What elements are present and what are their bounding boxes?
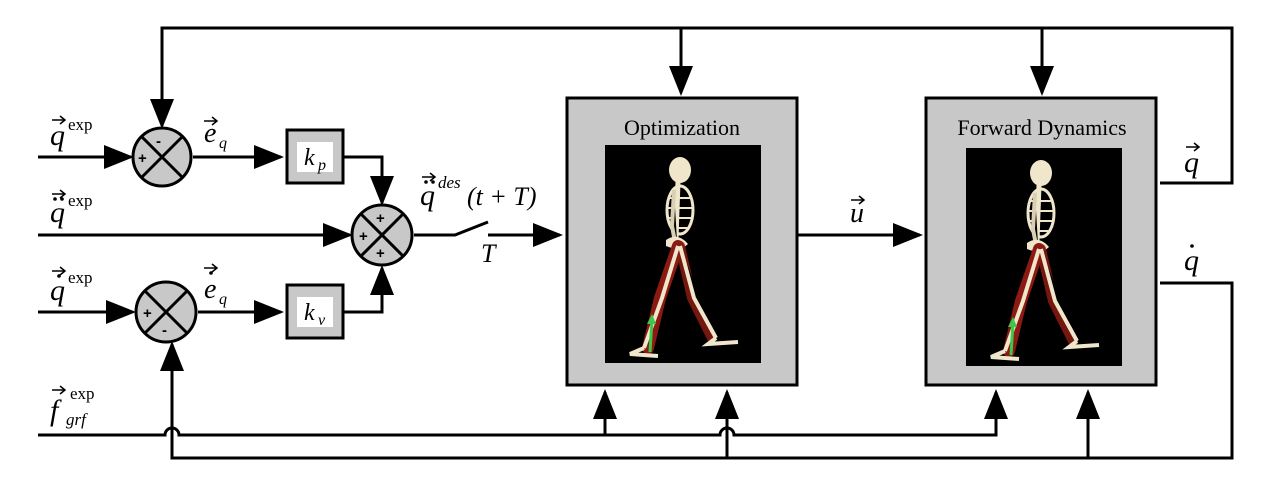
optimization-block: Optimization: [565, 96, 799, 387]
q-output-label: q: [1184, 142, 1201, 179]
f-grf-exp-label: f exp grf: [50, 384, 95, 429]
kv-gain-block: k v: [285, 283, 345, 340]
q-exp-sup: exp: [68, 115, 93, 134]
f-grf-sub: grf: [66, 410, 88, 429]
qd-exp-label: q exp: [50, 266, 93, 307]
e-q-symbol: e: [204, 118, 216, 149]
qd-output-symbol: q: [1184, 244, 1199, 277]
e-q-sub: q: [219, 135, 227, 152]
summing-junction-2: + + +: [350, 203, 414, 267]
q-des-symbol: q: [420, 179, 435, 212]
optimization-title: Optimization: [624, 115, 740, 140]
summing-junction-1: - +: [131, 126, 193, 188]
sj1-sign-left: +: [138, 150, 147, 167]
sj3-sign-left: +: [143, 305, 152, 322]
qd-exp-sup: exp: [68, 268, 93, 287]
kv-symbol: k: [304, 300, 315, 326]
sj1-sign-top: -: [156, 133, 161, 150]
switch-period-label: T: [481, 239, 497, 268]
sj2-sign-bottom: +: [376, 245, 385, 262]
kv-subscript: v: [318, 312, 326, 329]
ed-q-sub: q: [219, 291, 227, 308]
q-exp-symbol: q: [50, 119, 65, 152]
ed-q-symbol: e: [204, 274, 216, 305]
q-output-symbol: q: [1184, 146, 1199, 179]
q-des-sup: des: [438, 173, 461, 192]
e-q-label: e q: [204, 116, 227, 152]
f-grf-sup: exp: [70, 384, 95, 403]
ed-q-label: e q: [204, 263, 227, 308]
q-des-arg: (t + T): [467, 182, 537, 211]
qdd-exp-label: q exp: [50, 189, 93, 229]
qdd-exp-symbol: q: [50, 196, 65, 229]
forward-dynamics-block: Forward Dynamics: [924, 96, 1158, 387]
kp-symbol: k: [304, 145, 315, 171]
q-des-label: q des (t + T): [420, 172, 537, 212]
q-exp-label: q exp: [50, 115, 93, 152]
kp-gain-block: k p: [285, 128, 345, 185]
f-grf-symbol: f: [50, 394, 62, 427]
qdd-exp-sup: exp: [68, 191, 93, 210]
u-symbol: u: [850, 198, 864, 229]
qd-exp-symbol: q: [50, 274, 65, 307]
sj2-sign-left: +: [359, 228, 368, 245]
sj3-sign-bottom: -: [162, 322, 167, 339]
summing-junction-3: + -: [134, 280, 198, 344]
sj2-sign-top: +: [376, 210, 385, 227]
u-label: u: [850, 195, 866, 229]
kp-subscript: p: [317, 157, 326, 174]
qd-output-label: q: [1184, 244, 1199, 277]
forward-dynamics-title: Forward Dynamics: [957, 115, 1126, 140]
